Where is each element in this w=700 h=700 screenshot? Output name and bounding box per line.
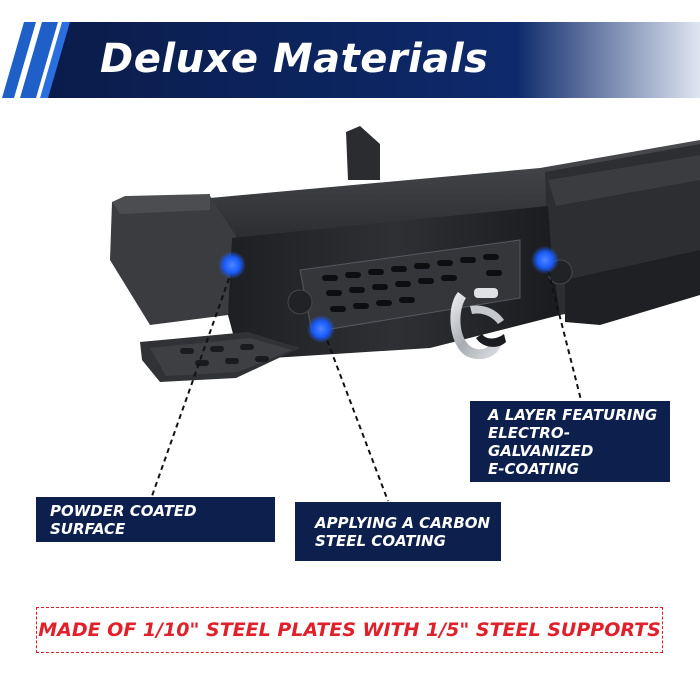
header-banner: Deluxe Materials (0, 22, 700, 98)
footer-note: MADE OF 1/10" STEEL PLATES WITH 1/5" STE… (36, 607, 663, 653)
banner-stripe-1 (2, 22, 36, 98)
left-end-cap (110, 196, 236, 325)
callout-carbon-text: APPLYING A CARBON STEEL COATING (315, 514, 490, 550)
banner-background (2, 22, 700, 98)
banner-edge (40, 22, 70, 98)
callout-carbon-line1: APPLYING A CARBON (315, 513, 491, 532)
banner-stripe-2 (20, 22, 58, 98)
callout-carbon-steel: APPLYING A CARBON STEEL COATING (295, 502, 501, 561)
footer-note-text: MADE OF 1/10" STEEL PLATES WITH 1/5" STE… (38, 619, 661, 641)
callout-carbon-line2: STEEL COATING (315, 531, 446, 550)
left-plug (287, 289, 313, 315)
right-plate-top (548, 155, 700, 206)
callout-powder-text: POWDER COATED SURFACE (50, 501, 197, 538)
callout-powder-coated: POWDER COATED SURFACE (36, 497, 275, 542)
plate-slots (322, 254, 502, 312)
callout-electro-galvanized: A LAYER FEATURING ELECTRO-GALVANIZED E-C… (470, 401, 670, 482)
bumper-top (210, 140, 700, 240)
callout-electro-line3: E-COATING (488, 459, 580, 478)
left-end-top (112, 194, 210, 214)
bumper-illustration (110, 126, 700, 382)
mount-bracket (346, 126, 380, 180)
callout-electro-text: A LAYER FEATURING ELECTRO-GALVANIZED E-C… (488, 406, 670, 478)
d-ring-shackle (450, 288, 506, 360)
banner-bar (44, 22, 700, 98)
callout-electro-line1: A LAYER FEATURING (488, 405, 658, 424)
page-title: Deluxe Materials (100, 36, 489, 82)
callout-electro-line2: ELECTRO-GALVANIZED (488, 423, 594, 460)
right-rail (565, 250, 700, 325)
right-plug (547, 259, 573, 285)
